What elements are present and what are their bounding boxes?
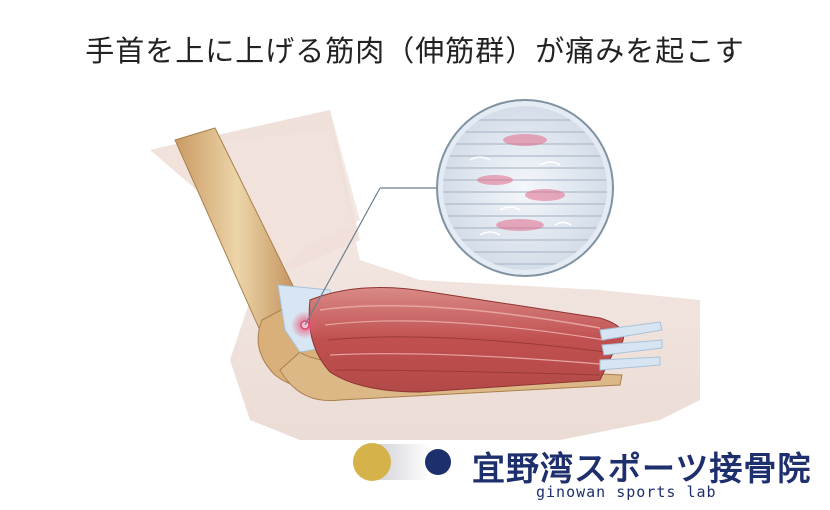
logo-circles-icon [353, 443, 451, 481]
callout-line [304, 187, 445, 326]
page-title: 手首を上に上げる筋肉（伸筋群）が痛みを起こす [85, 34, 745, 68]
extensor-muscles [308, 287, 624, 393]
brand-subtitle: ginowan sports lab [536, 483, 717, 501]
magnified-view [436, 99, 614, 277]
distal-tendons [599, 321, 663, 371]
brand-name: 宜野湾スポーツ接骨院 [472, 449, 812, 488]
brand-logo: 宜野湾スポーツ接骨院 [350, 440, 820, 488]
